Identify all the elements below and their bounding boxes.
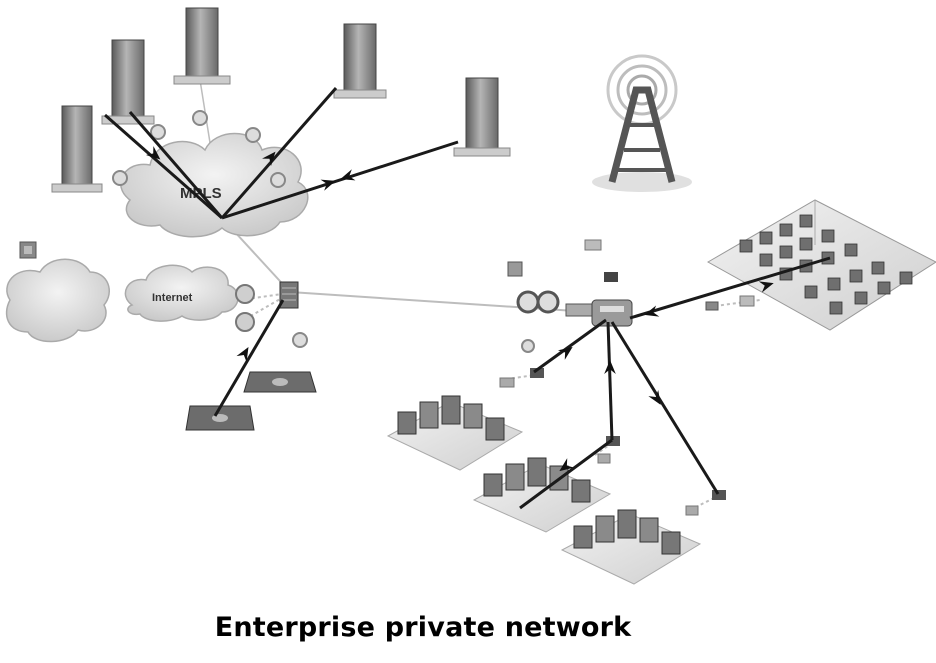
laptop-icon bbox=[243, 371, 317, 393]
router-icon bbox=[292, 332, 308, 348]
firewall-icon bbox=[279, 281, 299, 309]
branch-office-icon bbox=[560, 509, 702, 585]
switch-icon bbox=[712, 490, 726, 500]
router-icon bbox=[270, 172, 286, 188]
switch-icon bbox=[499, 377, 515, 388]
switch-icon bbox=[530, 368, 544, 378]
router-icon bbox=[150, 124, 166, 140]
radio-tower-icon bbox=[592, 54, 692, 192]
router-icon bbox=[112, 170, 128, 186]
server-tower-icon bbox=[333, 23, 387, 99]
router-icon bbox=[192, 110, 208, 126]
switch-icon bbox=[597, 453, 611, 464]
office-floor-icon bbox=[705, 199, 936, 331]
switch-icon bbox=[685, 505, 699, 516]
server-tower-icon bbox=[101, 39, 155, 125]
branch-office-icon bbox=[472, 457, 612, 533]
router-icon bbox=[245, 127, 261, 143]
server-tower-icon bbox=[453, 77, 511, 157]
network-diagram: MPLS Internet bbox=[5, 7, 936, 585]
small-cube-icon bbox=[19, 241, 37, 259]
switch-icon bbox=[606, 436, 620, 446]
diagram-caption: Enterprise private network bbox=[214, 612, 632, 643]
primary-links bbox=[104, 87, 831, 510]
central-switch bbox=[507, 239, 633, 353]
branch-office-icon bbox=[386, 395, 524, 471]
router-icon bbox=[235, 312, 255, 332]
router-icon bbox=[235, 284, 255, 304]
server-tower-icon bbox=[173, 7, 231, 85]
laptop-icon bbox=[185, 405, 255, 431]
server-tower-icon bbox=[51, 105, 103, 193]
internet-label: Internet bbox=[152, 292, 193, 304]
internet-cloud: Internet bbox=[124, 264, 239, 322]
generic-cloud bbox=[5, 241, 110, 343]
